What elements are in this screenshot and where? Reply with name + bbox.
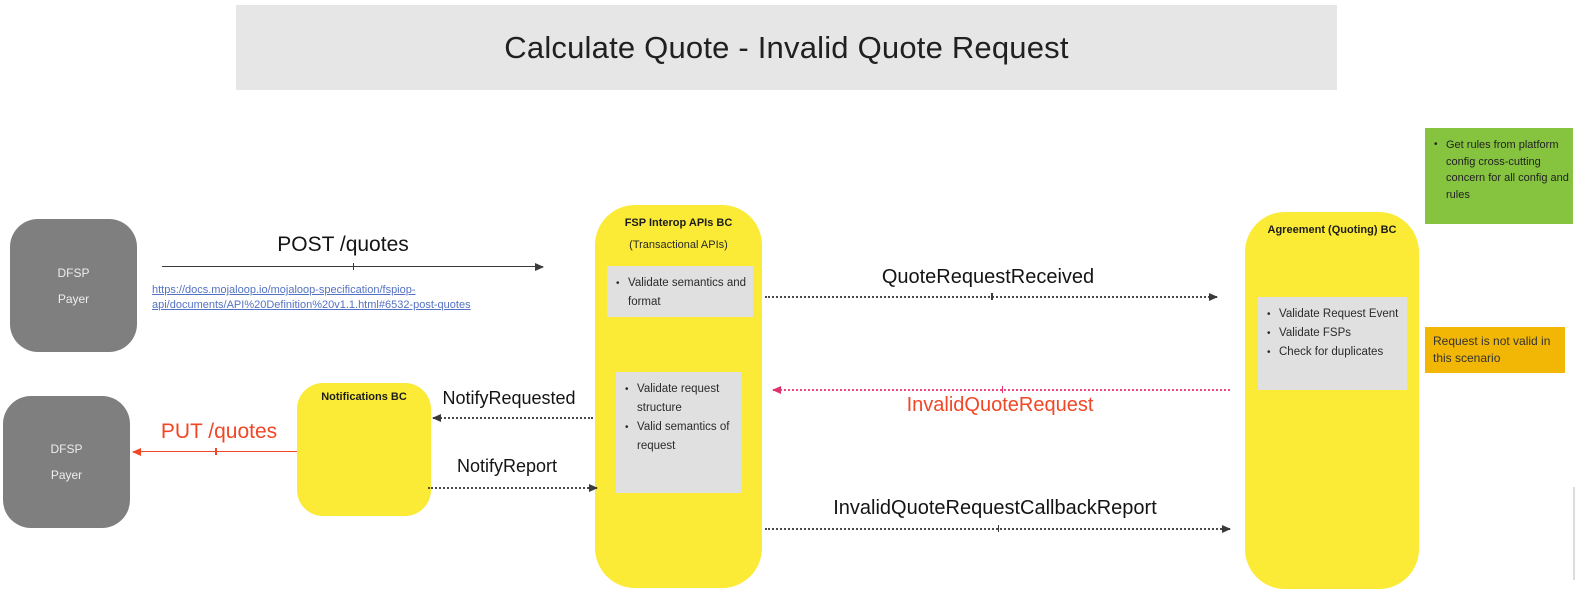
cropped-edge-line [1573, 487, 1575, 580]
component-notifications-bc: Notifications BC [297, 383, 431, 516]
arrowhead-right-icon [1209, 293, 1218, 301]
message-label-notify-requested: NotifyRequested [442, 388, 576, 408]
panel-item: Valid semantics of request [624, 418, 735, 456]
message-label-invalid-quote-request-callback-report: InvalidQuoteRequestCallbackReport [833, 497, 1157, 519]
component-fsp-interop-bc: FSP Interop APIs BC (Transactional APIs)… [595, 205, 762, 588]
component-title: Notifications BC [321, 391, 407, 403]
panel-item: Check for duplicates [1266, 343, 1401, 362]
arrowhead-right-icon [589, 484, 598, 492]
arrowhead-left-icon [132, 448, 141, 456]
validation-panel-semantics: Validate semantics and format [607, 266, 753, 317]
panel-item: Validate semantics and format [615, 274, 747, 312]
actor-dfsp-payer-bottom: DFSP Payer [3, 396, 130, 528]
diagram-title: Calculate Quote - Invalid Quote Request [504, 29, 1069, 65]
actor-label-dfsp: DFSP [50, 442, 83, 456]
arrowhead-left-icon [432, 414, 441, 422]
validation-panel-request: Validate request structure Valid semanti… [616, 372, 741, 493]
mojaloop-spec-link[interactable]: https://docs.mojaloop.io/mojaloop-specif… [152, 283, 482, 313]
panel-item: Validate Request Event [1266, 305, 1401, 324]
message-label-notify-report: NotifyReport [456, 456, 558, 476]
actor-dfsp-payer-top: DFSP Payer [10, 219, 137, 352]
note-text: Request is not valid in this scenario [1433, 334, 1551, 365]
message-label-put-quotes: PUT /quotes [160, 420, 278, 443]
arrow-shaft [433, 417, 593, 419]
note-item: Get rules from platform config cross-cut… [1433, 137, 1569, 203]
note-request-not-valid: Request is not valid in this scenario [1425, 327, 1565, 373]
arrow-midpoint-tick [997, 525, 999, 532]
panel-item: Validate FSPs [1266, 324, 1401, 343]
link-line-1[interactable]: https://docs.mojaloop.io/mojaloop-specif… [152, 284, 416, 296]
arrowhead-right-icon [1222, 525, 1231, 533]
note-platform-config-rules: Get rules from platform config cross-cut… [1425, 128, 1573, 224]
arrowhead-right-icon [535, 263, 544, 271]
component-subtitle: (Transactional APIs) [629, 239, 728, 251]
link-line-2[interactable]: api/documents/API%20Definition%20v1.1.ht… [152, 299, 471, 311]
arrow-midpoint-tick [352, 263, 354, 270]
component-title: Agreement (Quoting) BC [1267, 224, 1397, 236]
component-agreement-quoting-bc: Agreement (Quoting) BC Validate Request … [1245, 212, 1419, 589]
arrow-shaft [428, 487, 597, 489]
panel-item: Validate request structure [624, 380, 735, 418]
arrow-midpoint-tick [215, 448, 217, 455]
arrowhead-left-icon [772, 386, 781, 394]
actor-label-dfsp: DFSP [57, 265, 90, 280]
arrow-midpoint-tick [991, 293, 993, 300]
arrow-midpoint-tick [1001, 386, 1003, 393]
message-label-post-quotes: POST /quotes [277, 233, 409, 256]
component-title: FSP Interop APIs BC [624, 217, 733, 229]
actor-label-payer: Payer [50, 468, 83, 482]
diagram-title-bar: Calculate Quote - Invalid Quote Request [236, 5, 1337, 90]
validation-panel-agreement: Validate Request Event Validate FSPs Che… [1258, 297, 1407, 390]
actor-label-payer: Payer [57, 291, 90, 306]
message-label-invalid-quote-request: InvalidQuoteRequest [906, 394, 1094, 416]
message-label-quote-request-received: QuoteRequestReceived [881, 266, 1095, 288]
